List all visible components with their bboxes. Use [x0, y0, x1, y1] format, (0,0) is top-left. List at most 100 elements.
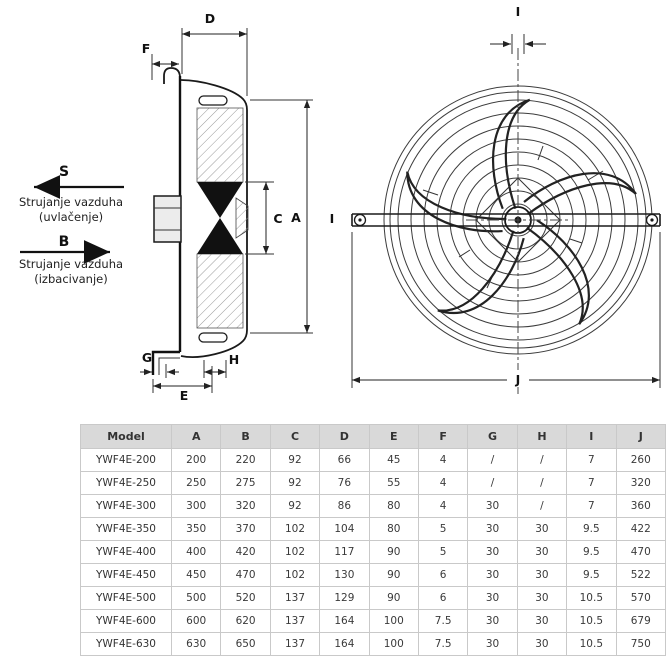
value-cell: 164	[319, 632, 370, 656]
value-cell: /	[516, 448, 568, 472]
value-cell: 86	[319, 494, 370, 518]
model-cell: YWF4E-300	[80, 494, 172, 518]
value-cell: 250	[170, 471, 222, 495]
value-cell: 200	[170, 448, 222, 472]
dim-C: C	[245, 181, 283, 255]
flow-suction-text2: (uvlačenje)	[39, 210, 103, 224]
column-header: J	[615, 424, 667, 449]
value-cell: 164	[319, 609, 370, 633]
side-view-diagram: D F	[19, 11, 334, 403]
value-cell: /	[516, 494, 568, 518]
value-cell: 6	[417, 586, 469, 610]
value-cell: 6	[417, 563, 469, 587]
value-cell: 30	[467, 632, 518, 656]
value-cell: 620	[220, 609, 271, 633]
value-cell: 92	[269, 471, 321, 495]
value-cell: 137	[269, 632, 321, 656]
value-cell: /	[516, 471, 568, 495]
value-cell: 117	[319, 540, 370, 564]
diagram-area: D F	[19, 4, 661, 403]
column-header: G	[467, 424, 518, 449]
value-cell: 30	[467, 494, 518, 518]
column-header: F	[417, 424, 469, 449]
dim-A: A	[250, 99, 313, 334]
blade-sweep-bottom	[196, 253, 244, 329]
value-cell: 45	[368, 448, 419, 472]
dim-E: E	[152, 366, 213, 403]
value-cell: 300	[170, 494, 222, 518]
value-cell: 30	[467, 609, 518, 633]
column-header: H	[516, 424, 568, 449]
value-cell: 470	[615, 540, 667, 564]
value-cell: 750	[615, 632, 667, 656]
value-cell: /	[467, 471, 518, 495]
value-cell: 9.5	[566, 540, 617, 564]
column-header: C	[269, 424, 321, 449]
dim-label-H: H	[229, 352, 239, 367]
value-cell: 5	[417, 517, 469, 541]
value-cell: 66	[319, 448, 370, 472]
motor	[153, 195, 182, 243]
value-cell: 137	[269, 586, 321, 610]
value-cell: 30	[516, 540, 568, 564]
column-header: I	[566, 424, 617, 449]
mounting-bracket	[351, 213, 661, 227]
dim-label-C: C	[273, 211, 282, 226]
value-cell: 500	[170, 586, 222, 610]
value-cell: 220	[220, 448, 271, 472]
fan-dimension-drawing: D F	[19, 4, 661, 403]
value-cell: 422	[615, 517, 667, 541]
value-cell: 100	[368, 609, 419, 633]
impeller-section	[197, 182, 243, 254]
value-cell: 55	[368, 471, 419, 495]
value-cell: 630	[170, 632, 222, 656]
value-cell: 679	[615, 609, 667, 633]
value-cell: 90	[368, 540, 419, 564]
value-cell: 102	[269, 563, 321, 587]
value-cell: 102	[269, 517, 321, 541]
value-cell: 92	[269, 448, 321, 472]
impeller-hub-section	[235, 197, 249, 239]
value-cell: 520	[220, 586, 271, 610]
value-cell: 10.5	[566, 632, 617, 656]
dim-G: G	[140, 350, 179, 378]
mounting-slot-top	[198, 95, 228, 106]
airflow-discharge: B Strujanje vazduha (izbacivanje)	[19, 234, 123, 286]
column-header: E	[368, 424, 419, 449]
value-cell: 4	[417, 471, 469, 495]
value-cell: 7	[566, 494, 617, 518]
value-cell: 450	[170, 563, 222, 587]
value-cell: 100	[368, 632, 419, 656]
blade-sweep-top	[196, 107, 244, 183]
dim-J: J	[351, 232, 661, 388]
value-cell: 650	[220, 632, 271, 656]
value-cell: 320	[220, 494, 271, 518]
value-cell: 104	[319, 517, 370, 541]
value-cell: 90	[368, 586, 419, 610]
value-cell: 522	[615, 563, 667, 587]
mounting-slot-bottom	[198, 332, 228, 343]
value-cell: 4	[417, 494, 469, 518]
value-cell: 600	[170, 609, 222, 633]
value-cell: 30	[516, 517, 568, 541]
value-cell: 92	[269, 494, 321, 518]
value-cell: 9.5	[566, 517, 617, 541]
dim-label-G: G	[142, 350, 152, 365]
value-cell: 90	[368, 563, 419, 587]
dim-label-J: J	[515, 372, 521, 387]
value-cell: 9.5	[566, 563, 617, 587]
column-header: D	[319, 424, 370, 449]
dim-H: H	[203, 352, 239, 378]
dim-I: I	[490, 4, 546, 54]
value-cell: 7	[566, 448, 617, 472]
value-cell: 80	[368, 494, 419, 518]
